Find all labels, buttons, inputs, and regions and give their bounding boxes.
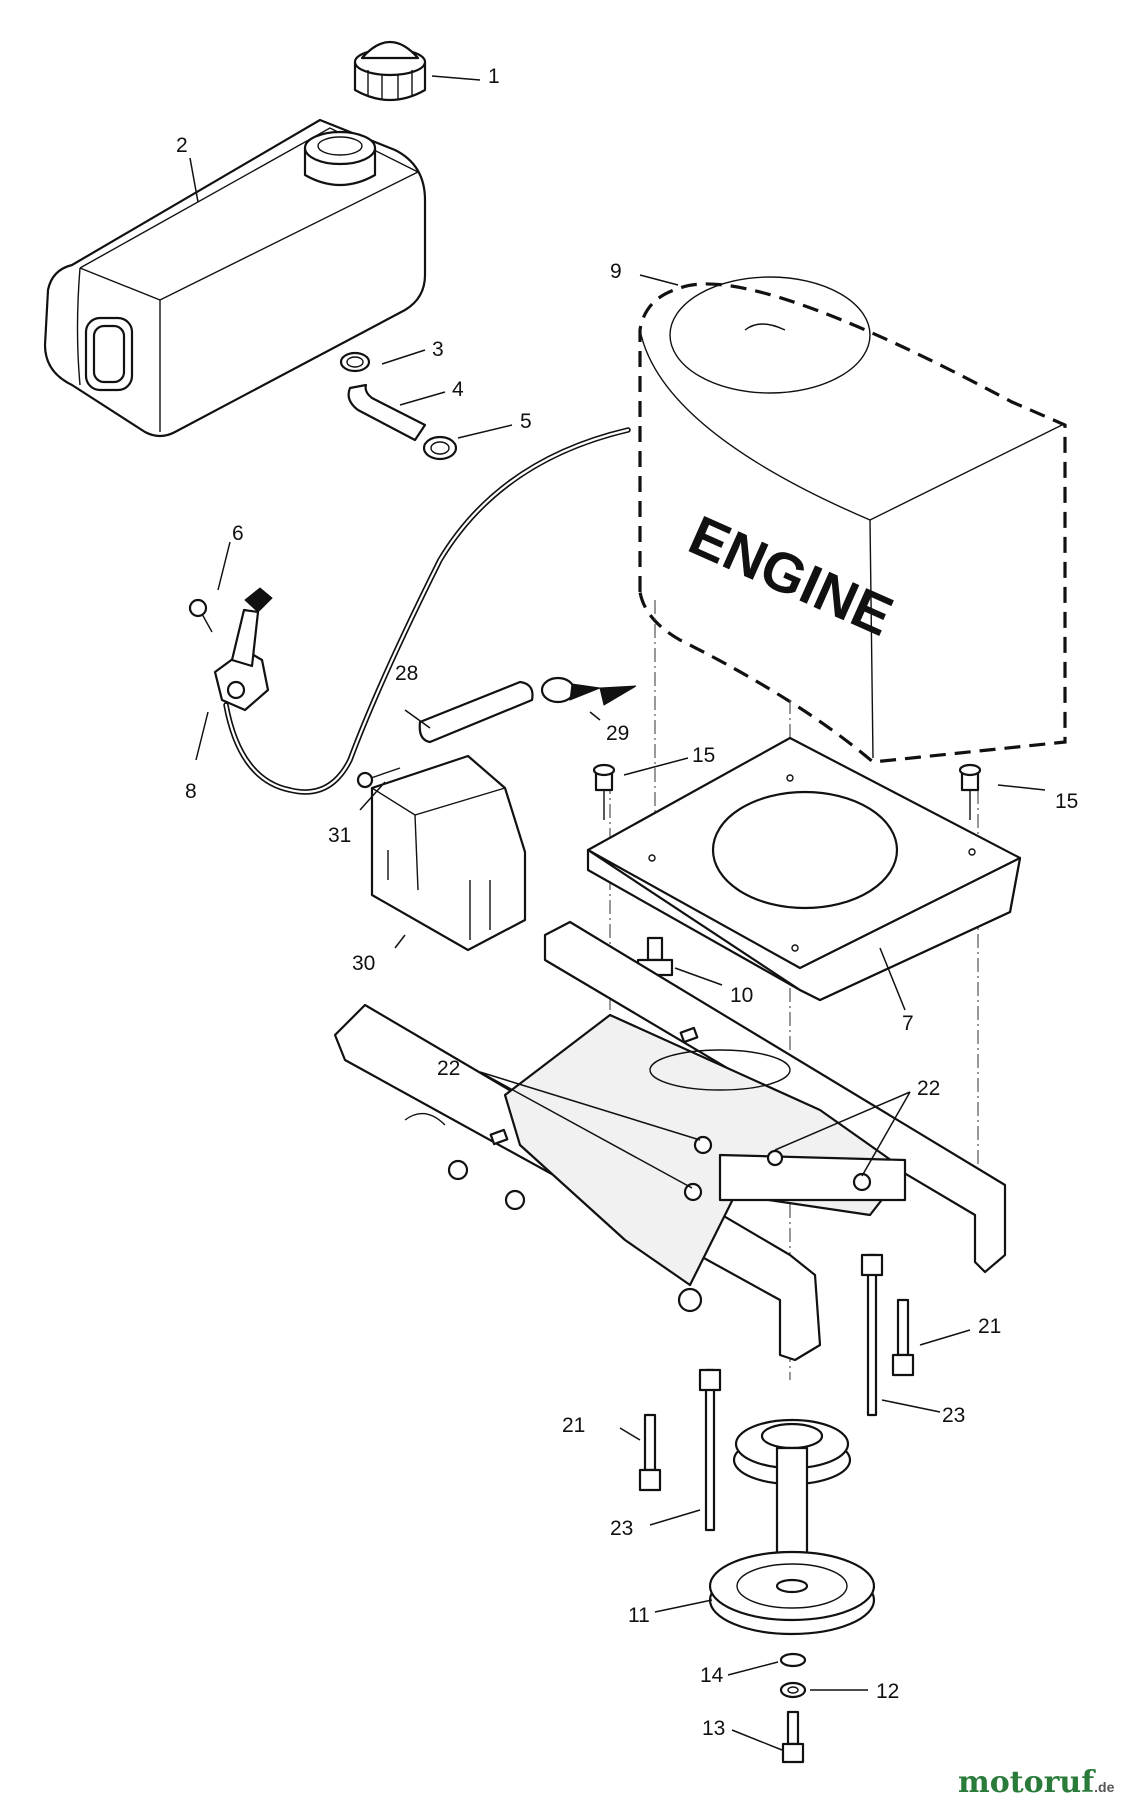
callout-6: 6 [232,522,244,545]
callout-21b: 21 [562,1414,585,1437]
callout-4: 4 [452,378,464,401]
callout-1: 1 [488,65,500,88]
fuel-tank [43,118,427,438]
callout-28: 28 [395,662,418,685]
pulley-assembly [708,1418,876,1636]
rod-23-right [860,1253,884,1417]
leader-lines [189,75,1046,1751]
bolt-15-right [958,763,982,820]
callout-23b: 23 [610,1517,633,1540]
callout-21a: 21 [978,1315,1001,1338]
fuel-line-assembly [339,351,458,461]
callout-13: 13 [702,1717,725,1740]
svg-text:motoruf.de: motoruf.de [958,1765,1115,1800]
carburetor-hose [418,676,637,744]
nut-12 [779,1681,807,1699]
callout-10: 10 [730,984,753,1007]
heat-shield [356,754,527,952]
callout-15a: 15 [692,744,715,767]
callout-30: 30 [352,952,375,975]
callout-3: 3 [432,338,444,361]
watermark-logo: motoruf.de [958,1765,1115,1800]
frame-assembly [333,920,1007,1362]
callout-22a: 22 [437,1057,460,1080]
callout-12: 12 [876,1680,899,1703]
callout-22b: 22 [917,1077,940,1100]
logo-suffix: .de [1094,1779,1114,1795]
nut-22-group [683,1135,872,1202]
callout-23a: 23 [942,1404,965,1427]
callout-2: 2 [176,134,188,157]
callout-5: 5 [520,410,532,433]
callout-14: 14 [700,1664,724,1687]
engine: ENGINE [635,276,1067,764]
callout-11: 11 [628,1604,650,1627]
callout-31: 31 [328,824,351,847]
bolt-21-right [891,1298,915,1377]
bolt-13 [781,1710,805,1764]
callout-8: 8 [185,780,197,803]
washer-14 [779,1652,807,1668]
bolt-15-left [592,763,616,820]
bolt-21-left [638,1413,662,1492]
callout-15b: 15 [1055,790,1078,813]
callout-7: 7 [902,1012,914,1035]
throttle-control [188,427,631,795]
callout-labels: 1 2 3 4 5 6 7 8 9 10 11 12 13 14 15 15 2… [176,65,1078,1740]
callout-29: 29 [606,722,629,745]
fuel-cap [353,41,427,101]
rod-23-left [698,1368,722,1532]
callout-9: 9 [610,260,622,283]
logo-text: motoruf [958,1765,1096,1800]
engine-mounting-plate [586,736,1022,1002]
